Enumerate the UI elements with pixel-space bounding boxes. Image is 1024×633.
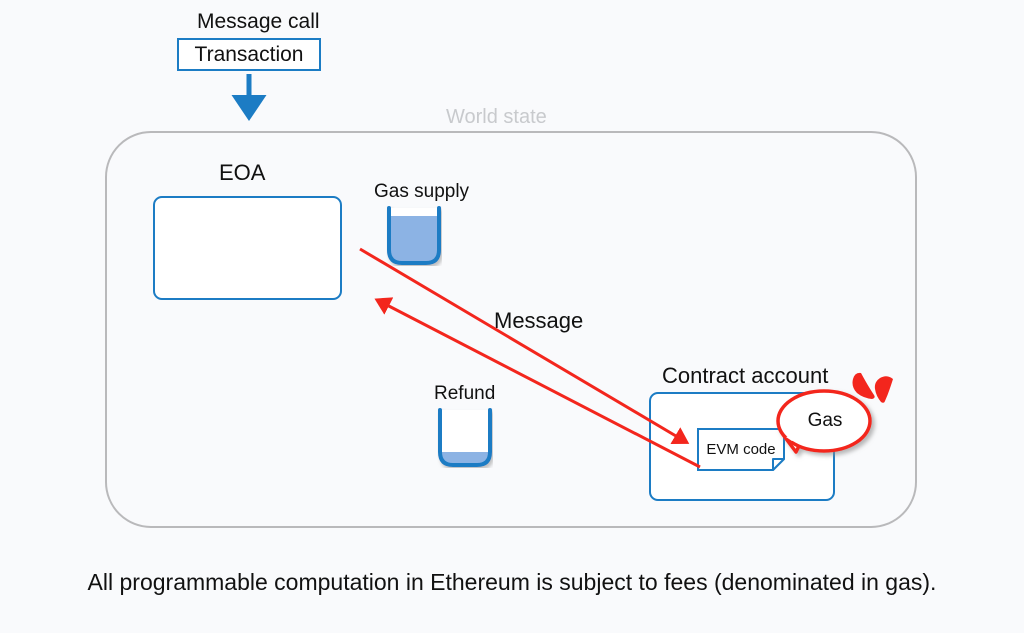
gas-bubble-label: Gas [807,410,843,431]
contract-account-label: Contract account [662,363,829,388]
eoa-label: EOA [219,160,266,185]
refund-beaker [437,408,493,473]
refund-label: Refund [434,383,496,404]
gas-supply-beaker [386,206,442,271]
message-label: Message [494,308,584,333]
beaker-icon [387,206,441,265]
world-state-container [105,131,917,528]
gas-supply-label: Gas supply [374,181,470,202]
world-state-label: World state [446,106,547,128]
message-call-label: Message call [197,10,320,33]
transaction-label: Transaction [194,42,304,66]
transaction-box[interactable]: Transaction [177,38,321,71]
beaker-icon [438,408,492,467]
caption-text: All programmable computation in Ethereum… [87,569,937,595]
page-fold-icon [697,428,785,471]
evm-code-page-icon[interactable]: EVM code [697,428,785,471]
eoa-box[interactable] [153,196,342,300]
evm-code-label: EVM code [706,441,776,458]
